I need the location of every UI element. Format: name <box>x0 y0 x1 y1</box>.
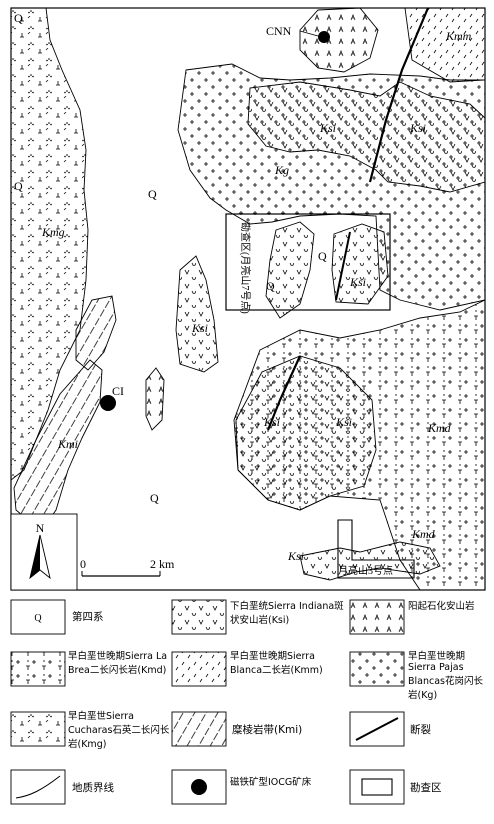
label-ksi: Ksi <box>287 549 304 563</box>
label-kmd: Kmd <box>411 527 436 541</box>
label-ksi: Ksi <box>409 121 426 135</box>
unit-ksi-bottom <box>299 541 441 581</box>
legend-text-fault: 断裂 <box>410 723 431 736</box>
survey-area-small <box>337 519 415 579</box>
legend-text-survey: 勘查区 <box>410 781 442 794</box>
label-ksi: Ksi <box>191 321 208 335</box>
label-cnn: CNN <box>266 24 292 38</box>
contact-legend-icon <box>15 775 61 799</box>
legend-swatch-contact <box>10 769 66 805</box>
fault-line-lower <box>266 355 302 431</box>
survey-area-box <box>225 213 391 311</box>
label-q: Q <box>14 11 23 25</box>
legend-text-ksi: 下白垩统Sierra Indiana斑状安山岩(Ksi) <box>230 601 344 626</box>
unit-kmi-lens <box>75 295 117 371</box>
legend-swatch-kmd <box>10 651 66 687</box>
label-ksi: Ksi <box>349 275 366 289</box>
fault-line-upper <box>368 7 430 183</box>
scale-zero-label: 0 <box>80 557 86 571</box>
deposit-cnn-marker <box>318 31 330 43</box>
label-q: Q <box>150 491 159 505</box>
label-ksi: Ksi <box>263 415 280 429</box>
legend-swatch-kmi <box>171 711 227 747</box>
unit-ksi-lower <box>235 355 377 511</box>
cnn-leader-line <box>299 30 319 37</box>
label-kmi: Kmi <box>57 437 78 451</box>
legend-swatch-q-letter: Q <box>34 613 42 624</box>
unit-a-lens <box>145 367 165 431</box>
survey-small-label: 月亮山3号点 <box>338 564 393 577</box>
legend-text-kmi: 糜棱岩带(Kmi) <box>232 723 302 736</box>
label-q: Q <box>14 179 23 193</box>
label-ksi: Ksi <box>319 121 336 135</box>
label-q: Q <box>148 187 157 201</box>
legend-swatch-ksi <box>171 599 227 635</box>
unit-ksi-cnn <box>299 7 379 73</box>
legend-swatch-kg <box>349 651 405 687</box>
legend-text-kmd: 早白垩世晚期Sierra La Brea二长闪长岩(Kmd) <box>68 651 168 676</box>
legend-swatch-survey <box>349 769 405 805</box>
label-q: Q <box>318 249 327 263</box>
legend-swatch-q <box>10 599 66 635</box>
label-q: Q <box>266 279 275 293</box>
scale-end-label: 2 km <box>150 557 175 571</box>
legend-text-deposit: 磁铁矿型IOCG矿床 <box>230 777 312 788</box>
deposit-ci-marker <box>100 395 116 411</box>
legend-swatch-kmm <box>171 651 227 687</box>
legend-text-contact: 地质界线 <box>72 781 114 794</box>
unit-ksi-upper <box>247 81 486 193</box>
legend-text-kmm: 早白垩世晚期Sierra Blanca二长岩(Kmm) <box>230 651 323 676</box>
label-ksi: Ksi <box>335 415 352 429</box>
label-kmg: Kmg <box>41 225 65 239</box>
legend-text-q: 第四系 <box>72 610 104 623</box>
legend-text-actinolite: 阳起石化安山岩 <box>408 601 475 612</box>
unit-ksi-survey-right <box>331 223 389 305</box>
survey-legend-icon <box>361 778 393 796</box>
deposit-legend-icon <box>191 779 207 795</box>
fault-line-survey <box>335 231 351 301</box>
north-label: N <box>36 521 45 535</box>
legend-text-kmg: 早白垩世Sierra Cucharas石英二长闪长岩(Kmg) <box>68 711 170 750</box>
legend: Q 第四系 下白垩统Sierra Indiana斑状安山岩(Ksi) 阳起石化安… <box>10 599 483 805</box>
legend-swatch-kmg <box>10 711 66 747</box>
label-kmd: Kmd <box>427 421 452 435</box>
label-kg: Kg <box>274 163 289 177</box>
legend-text-kg: 早白垩世晚期Sierra Pajas Blancas花岗闪长岩(Kg) <box>408 651 483 701</box>
unit-ksi-survey-left <box>265 221 315 319</box>
label-ci: CI <box>112 384 124 398</box>
survey-area-label: 勘查区(月亮山7号点) <box>239 222 252 314</box>
unit-ksi-mid <box>175 255 219 373</box>
fault-legend-icon <box>355 717 399 741</box>
legend-swatch-actinolite <box>349 599 405 635</box>
label-kmm: Kmm <box>445 29 472 43</box>
north-arrow-icon <box>29 534 51 580</box>
scale-bar <box>81 571 161 577</box>
